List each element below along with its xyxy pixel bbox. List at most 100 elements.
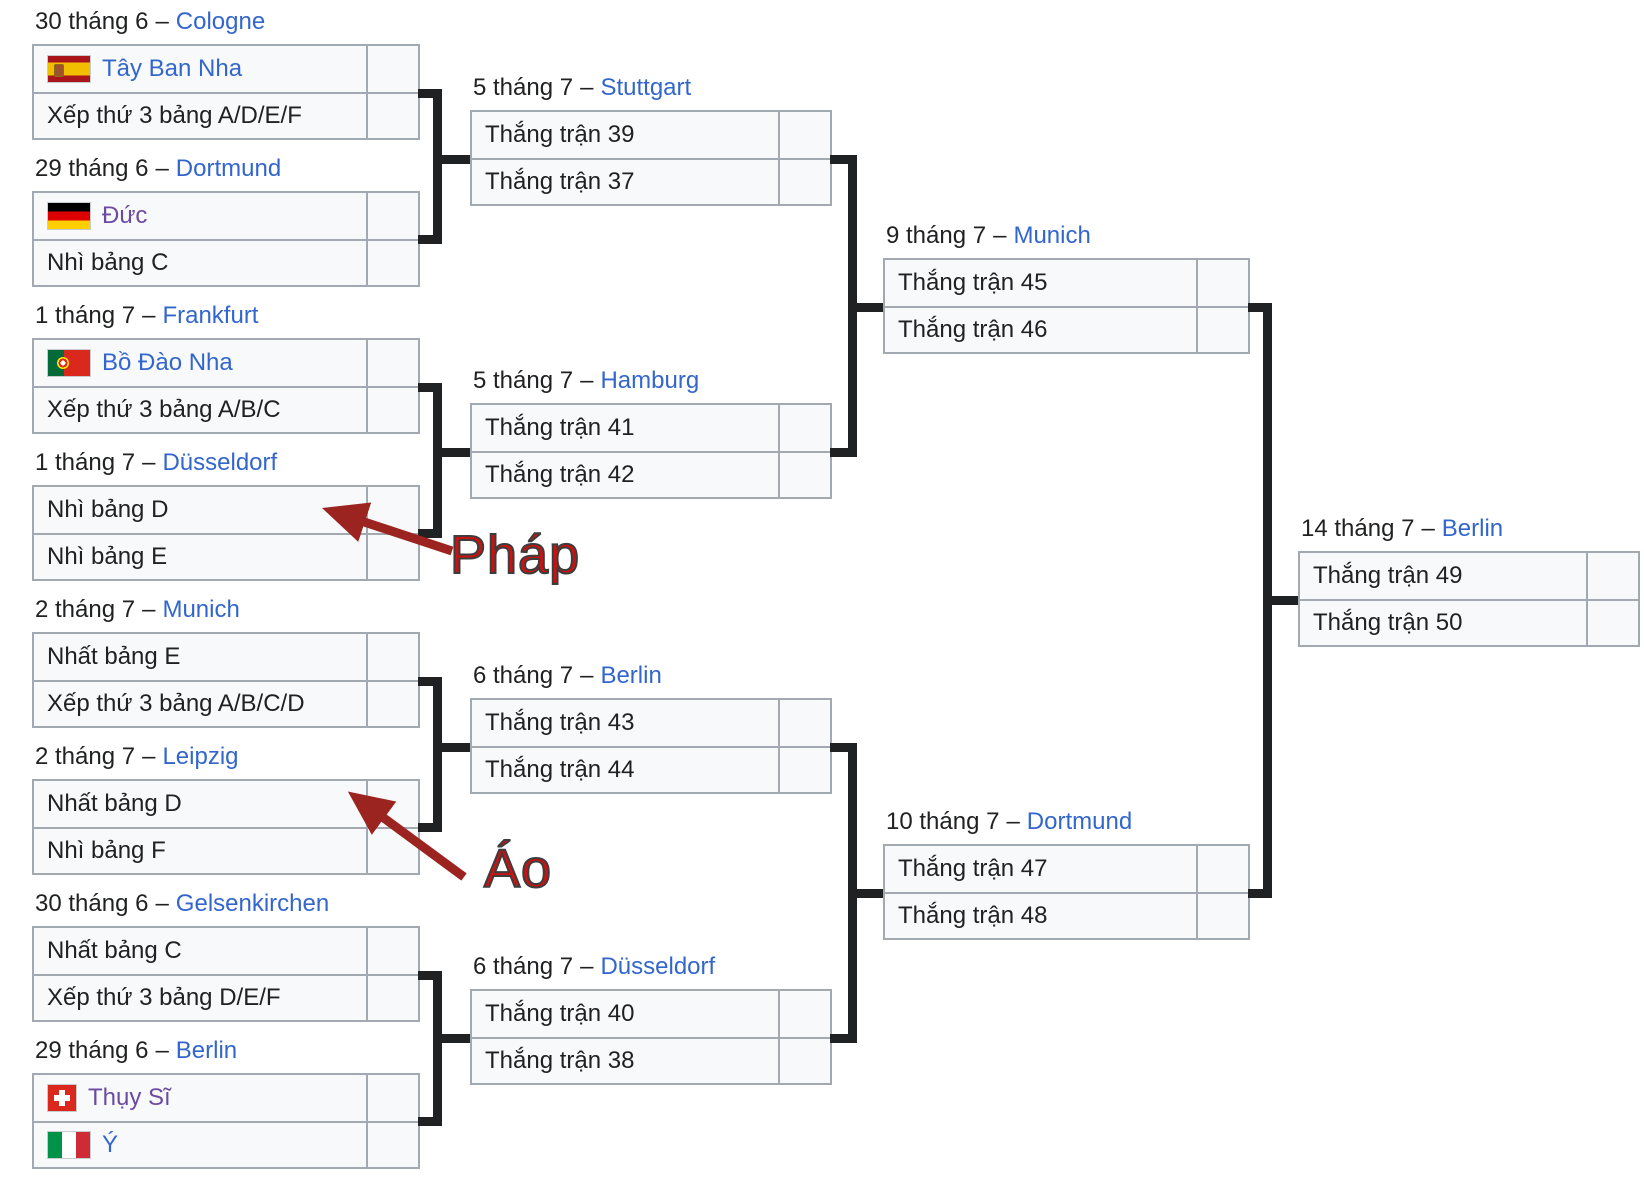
team-link[interactable]: Ý — [102, 1131, 119, 1158]
match-row: Thắng trận 38 — [472, 1037, 830, 1083]
match-row: Nhất bảng D — [34, 781, 418, 827]
match-header-r16-1: 30 tháng 6–Cologne — [35, 8, 265, 36]
match-row: Thắng trận 41 — [472, 405, 830, 451]
score-cell — [366, 388, 418, 432]
match-row: Thắng trận 43 — [472, 700, 830, 746]
team-cell: Thắng trận 47 — [885, 846, 1196, 892]
connector-line — [848, 303, 883, 312]
team-link[interactable]: Đức — [102, 202, 148, 229]
team-cell: Thắng trận 40 — [472, 991, 778, 1037]
score-cell — [778, 748, 830, 792]
connector-line — [830, 743, 857, 752]
team-cell: Nhất bảng E — [34, 634, 366, 680]
score-cell — [366, 340, 418, 386]
team-cell: Thắng trận 50 — [1300, 601, 1586, 645]
score-cell — [778, 405, 830, 451]
team-link[interactable]: Tây Ban Nha — [102, 55, 243, 82]
city-link[interactable]: Berlin — [175, 1037, 238, 1064]
annotation-austria: Áo — [483, 838, 553, 900]
team-cell: Thắng trận 43 — [472, 700, 778, 746]
team-cell: Nhì bảng F — [34, 829, 366, 873]
score-cell — [778, 112, 830, 158]
connector-line — [418, 1117, 442, 1126]
date-city-separator: – — [142, 743, 156, 770]
date-city-separator: – — [580, 367, 594, 394]
match-row: Thắng trận 47 — [885, 846, 1248, 892]
match-row: Xếp thứ 3 bảng A/B/C — [34, 386, 418, 432]
match-row: Xếp thứ 3 bảng A/D/E/F — [34, 92, 418, 138]
connector-line — [433, 448, 470, 457]
team-label: Thắng trận 42 — [485, 461, 635, 488]
match-date: 30 tháng 6 — [35, 8, 149, 35]
team-link[interactable]: Bồ Đào Nha — [102, 349, 233, 376]
match-row: Ý — [34, 1121, 418, 1167]
match-date: 2 tháng 7 — [35, 596, 136, 623]
team-label: Xếp thứ 3 bảng D/E/F — [47, 984, 281, 1011]
team-cell: Nhì bảng C — [34, 241, 366, 285]
match-date: 14 tháng 7 — [1301, 515, 1415, 542]
team-cell: Thắng trận 48 — [885, 894, 1196, 938]
city-link[interactable]: Frankfurt — [162, 302, 259, 329]
match-row: Thắng trận 45 — [885, 260, 1248, 306]
match-header-qf-3: 6 tháng 7–Berlin — [473, 662, 662, 690]
team-cell: Bồ Đào Nha — [34, 340, 366, 386]
match-row: Thắng trận 37 — [472, 158, 830, 204]
score-cell — [366, 487, 418, 533]
score-cell — [1586, 553, 1638, 599]
city-link[interactable]: Hamburg — [600, 367, 700, 394]
match-header-qf-4: 6 tháng 7–Düsseldorf — [473, 953, 715, 981]
team-label: Thắng trận 48 — [898, 902, 1048, 929]
team-cell: Xếp thứ 3 bảng A/B/C — [34, 388, 366, 432]
city-link[interactable]: Düsseldorf — [162, 449, 278, 476]
city-link[interactable]: Munich — [1013, 222, 1091, 249]
team-cell: Nhất bảng D — [34, 781, 366, 827]
match-header-r16-2: 29 tháng 6–Dortmund — [35, 155, 281, 183]
team-label: Xếp thứ 3 bảng A/B/C — [47, 396, 281, 423]
score-cell — [778, 1039, 830, 1083]
connector-line — [830, 448, 857, 457]
city-link[interactable]: Berlin — [600, 662, 662, 689]
match-header-sf-1: 9 tháng 7–Munich — [886, 222, 1091, 250]
connector-line — [433, 155, 470, 164]
match-date: 5 tháng 7 — [473, 74, 574, 101]
match-row: Nhì bảng F — [34, 827, 418, 873]
match-header-sf-2: 10 tháng 7–Dortmund — [886, 808, 1132, 836]
city-link[interactable]: Dortmund — [175, 155, 282, 182]
match-date: 1 tháng 7 — [35, 302, 136, 329]
connector-line — [433, 89, 442, 244]
team-cell: Thụy Sĩ — [34, 1075, 366, 1121]
team-label: Nhì bảng C — [47, 249, 169, 276]
date-city-separator: – — [155, 155, 169, 182]
connector-line — [418, 823, 442, 832]
connector-line — [433, 743, 470, 752]
date-city-separator: – — [580, 74, 594, 101]
city-link[interactable]: Leipzig — [162, 743, 239, 770]
match-header-qf-1: 5 tháng 7–Stuttgart — [473, 74, 691, 102]
city-link[interactable]: Stuttgart — [600, 74, 692, 101]
city-link[interactable]: Cologne — [175, 8, 266, 35]
team-label: Xếp thứ 3 bảng A/B/C/D — [47, 690, 305, 717]
city-link[interactable]: Dortmund — [1026, 808, 1133, 835]
team-cell: Nhì bảng D — [34, 487, 366, 533]
match-row: Tây Ban Nha — [34, 46, 418, 92]
match-date: 29 tháng 6 — [35, 1037, 149, 1064]
match-date: 2 tháng 7 — [35, 743, 136, 770]
city-link[interactable]: Munich — [162, 596, 240, 623]
match-box-r16-3: Bồ Đào Nha Xếp thứ 3 bảng A/B/C — [32, 338, 420, 434]
date-city-separator: – — [580, 953, 594, 980]
match-row: Thụy Sĩ — [34, 1075, 418, 1121]
switzerland-flag-icon — [47, 1084, 77, 1112]
connector-line — [418, 235, 442, 244]
match-row: Thắng trận 49 — [1300, 553, 1638, 599]
city-link[interactable]: Berlin — [1441, 515, 1504, 542]
team-cell: Ý — [34, 1123, 366, 1167]
connector-line — [433, 677, 442, 832]
city-link[interactable]: Düsseldorf — [600, 953, 716, 980]
team-label: Thắng trận 47 — [898, 855, 1048, 882]
city-link[interactable]: Gelsenkirchen — [175, 890, 330, 917]
score-cell — [366, 1123, 418, 1167]
score-cell — [366, 94, 418, 138]
team-link[interactable]: Thụy Sĩ — [88, 1084, 171, 1111]
team-label: Nhất bảng D — [47, 790, 182, 817]
date-city-separator: – — [142, 302, 156, 329]
